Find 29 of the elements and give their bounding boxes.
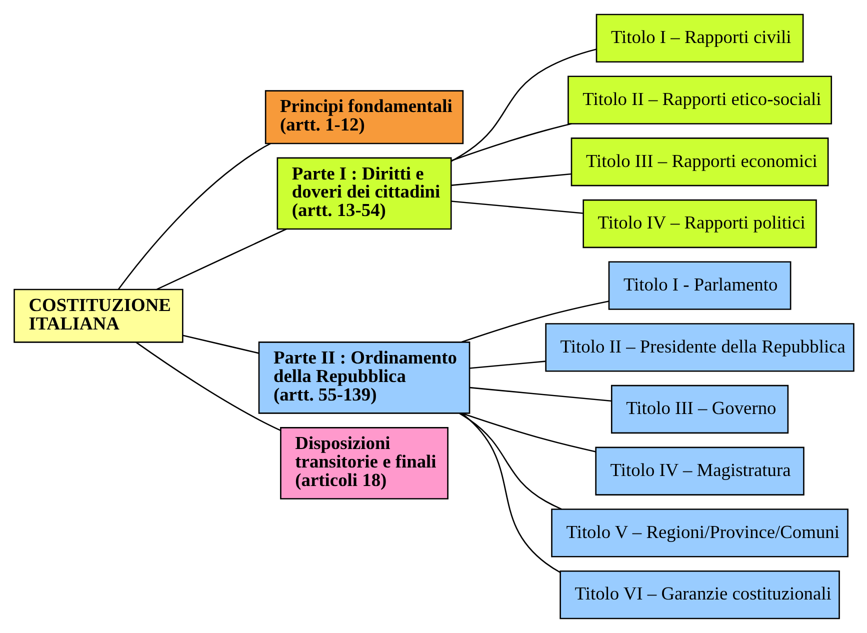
node-box: Titolo II – Rapporti etico-sociali <box>567 76 832 124</box>
connector <box>468 386 612 402</box>
node-box: Titolo III – Rapporti economici <box>570 138 828 186</box>
node-box: Parte II : Ordinamento della Repubblica (artt. 55-139) <box>258 342 470 414</box>
node-box: Titolo IV – Magistratura <box>594 446 804 496</box>
connector <box>460 412 560 573</box>
node-box: Principi fondamentali (artt. 1-12) <box>264 90 464 144</box>
node-box: Titolo VI – Garanzie costituzionali <box>559 570 840 620</box>
node-box: Disposizioni transitorie e finali (articoli 18) <box>280 427 448 500</box>
node-box: Titolo I - Parlamento <box>608 261 791 310</box>
connector <box>135 342 280 432</box>
node-box: Parte I : Diritti e doveri dei cittadini (artt. 13-54) <box>276 157 452 230</box>
connector <box>458 412 562 510</box>
connector <box>450 173 571 186</box>
connector <box>460 300 608 343</box>
node-box: Titolo I – Rapporti civili <box>595 14 804 63</box>
node-box: COSTITUZIONE ITALIANA <box>13 288 183 343</box>
connector <box>461 412 596 452</box>
connector <box>450 200 582 214</box>
connector <box>156 228 286 290</box>
connector <box>468 360 545 369</box>
node-box: Titolo V – Regioni/Province/Comuni <box>550 508 848 558</box>
connector <box>450 48 596 162</box>
connector <box>450 123 572 162</box>
node-box: Titolo II – Presidente della Repubblica <box>544 323 854 372</box>
connector <box>182 334 258 354</box>
connector <box>117 143 270 290</box>
node-box: Titolo III – Governo <box>610 384 788 434</box>
node-box: Titolo IV – Rapporti politici <box>582 199 816 248</box>
